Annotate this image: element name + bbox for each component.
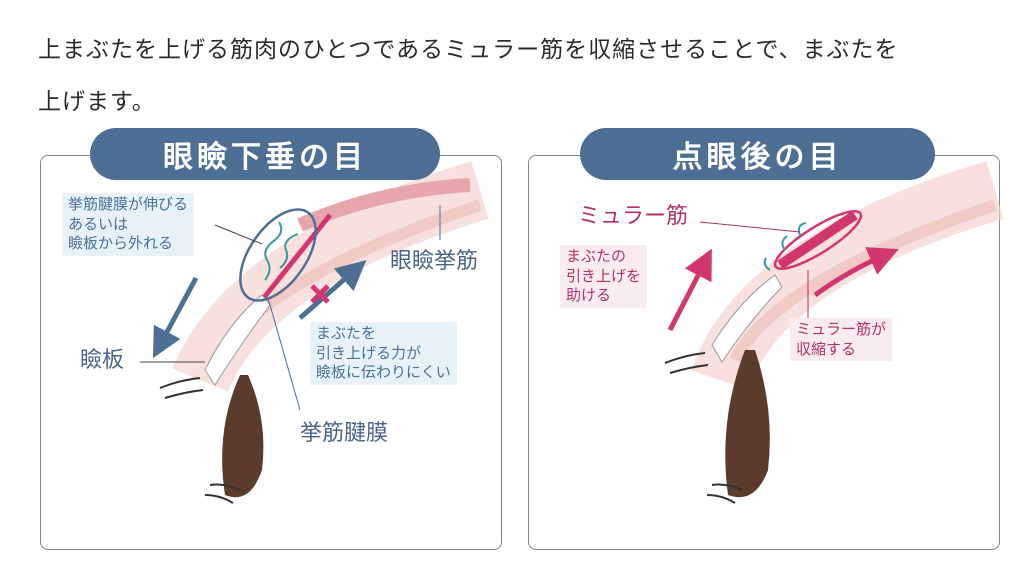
after-eyedrop-panel-title: 点眼後の目 bbox=[580, 128, 935, 180]
contract-arrow-icon bbox=[813, 247, 899, 298]
note-muller-contracts: ミュラー筋が 収縮する bbox=[790, 318, 893, 361]
note-line: まぶたを bbox=[316, 324, 377, 342]
label-muller-muscle: ミュラー筋 bbox=[578, 204, 689, 229]
note-force-not-transmitted: まぶたを 引き上げる力が 瞼板に伝わりにくい bbox=[310, 322, 457, 385]
eyelashes bbox=[159, 377, 241, 504]
note-line: 収縮する bbox=[796, 339, 857, 358]
note-line: あるいは bbox=[68, 214, 129, 233]
eyeball-iris bbox=[222, 375, 264, 498]
intro-text-line-1: 上まぶたを上げる筋肉のひとつであるミュラー筋を収縮させることで、まぶたを bbox=[38, 37, 899, 63]
intro-text-line-2: 上げます。 bbox=[38, 89, 156, 115]
note-tendon-stretched: 挙筋腱膜が伸びる あるいは 瞼板から外れる bbox=[62, 193, 195, 256]
down-arrow-icon bbox=[152, 276, 199, 359]
note-line: 瞼板に伝わりにくい bbox=[316, 363, 451, 381]
note-line: 引き上げを bbox=[566, 266, 642, 285]
after-eyedrop-eyelid-drawing bbox=[664, 161, 1004, 504]
cross-icon bbox=[310, 284, 330, 304]
label-levator-aponeurosis: 挙筋腱膜 bbox=[300, 421, 389, 446]
note-line: 瞼板から外れる bbox=[68, 234, 174, 252]
note-line: 助ける bbox=[566, 286, 612, 304]
label-levator-muscle: 眼瞼挙筋 bbox=[390, 249, 479, 274]
note-line: ミュラー筋が bbox=[796, 320, 887, 338]
muller-highlight-ellipse bbox=[773, 210, 863, 270]
lift-arrow-icon bbox=[667, 248, 712, 332]
ptosis-eyelid-drawing bbox=[140, 161, 489, 504]
label-tarsal-plate: 瞼板 bbox=[80, 348, 125, 373]
ptosis-panel-title: 眼瞼下垂の目 bbox=[90, 128, 440, 180]
note-line: まぶたの bbox=[566, 247, 627, 265]
note-line: 引き上げる力が bbox=[316, 343, 422, 362]
note-helps-lift: まぶたの 引き上げを 助ける bbox=[560, 245, 648, 308]
up-arrow-icon bbox=[298, 260, 367, 320]
note-line: 挙筋腱膜が伸びる bbox=[68, 195, 189, 213]
tendon-highlight-ellipse bbox=[239, 208, 317, 302]
